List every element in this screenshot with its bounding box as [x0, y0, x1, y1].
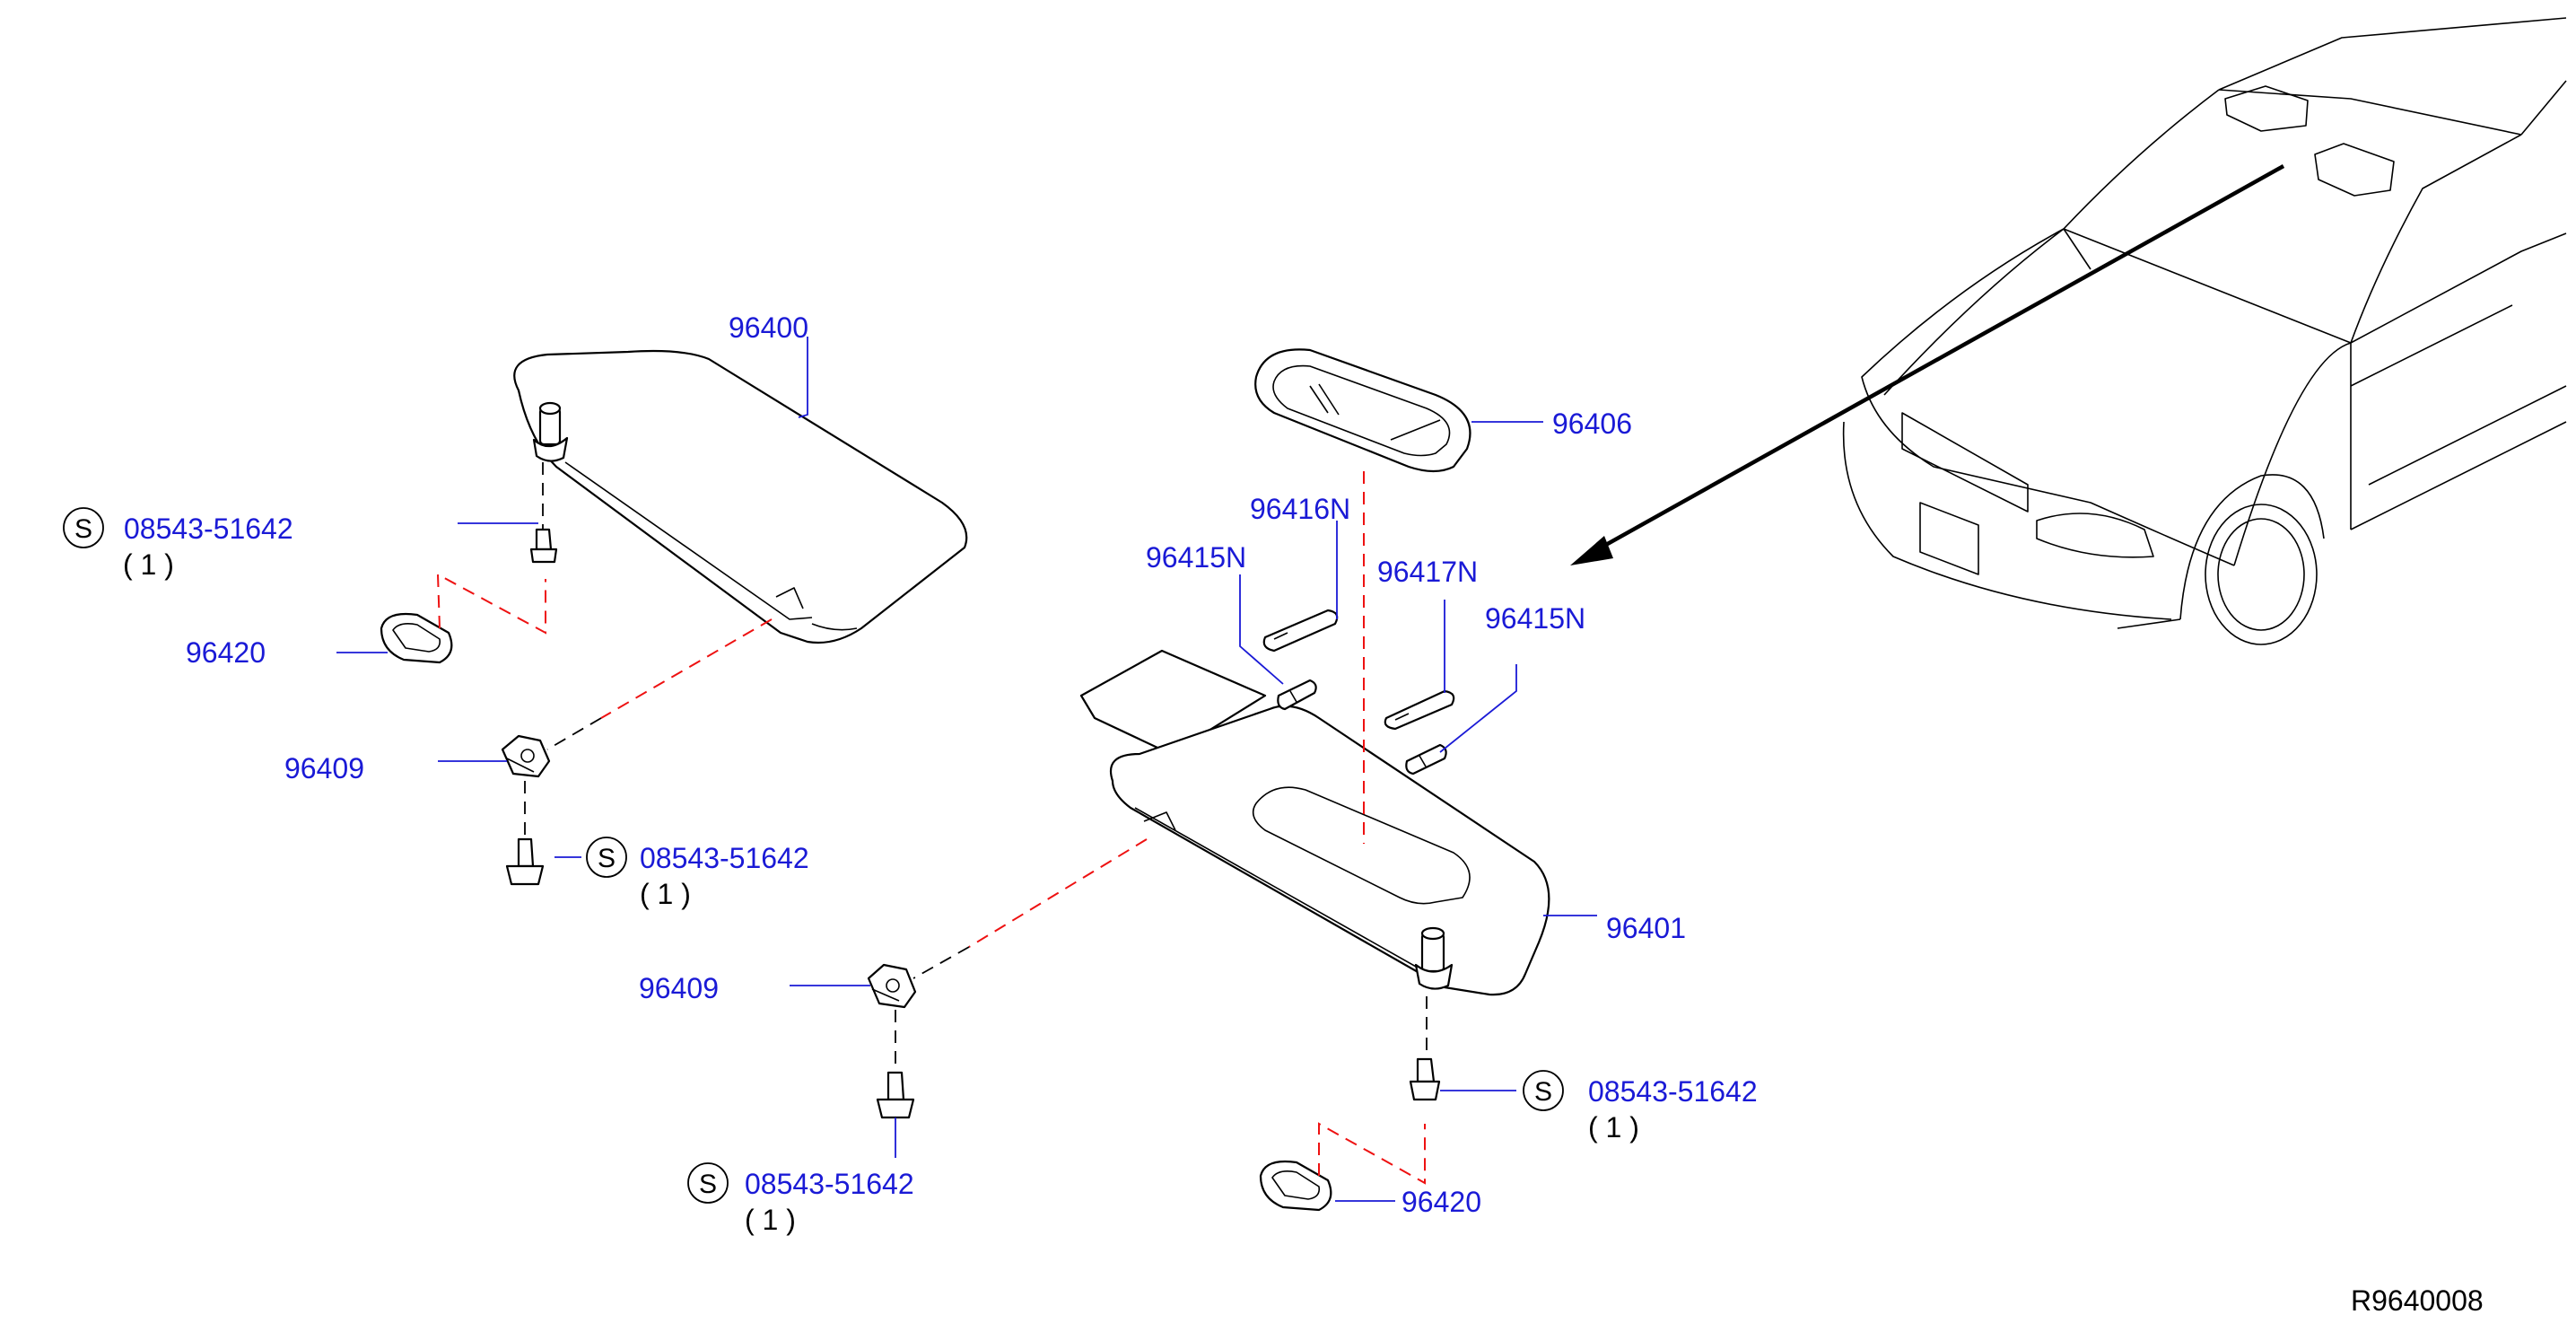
screw-callout-3: S 08543-51642 ( 1 ) [1523, 1070, 1758, 1144]
location-arrow [1570, 164, 2285, 565]
label-96401: 96401 [1606, 912, 1686, 944]
clip-96409-left [501, 734, 551, 778]
s-symbol: S [699, 1170, 717, 1199]
screw-quantity: ( 1 ) [745, 1204, 796, 1236]
dash-right-clip [913, 946, 970, 979]
cap-96420-right [1259, 1160, 1332, 1212]
cap-96420-left [380, 612, 453, 664]
screw-callout-4: S 08543-51642 ( 1 ) [687, 1162, 914, 1236]
sun-visor-left [513, 349, 968, 644]
sun-visor-right [1079, 649, 1550, 996]
label-96415N-a: 96415N [1146, 541, 1246, 574]
screw-right-visor [1409, 996, 1441, 1101]
label-96415N-b: 96415N [1485, 602, 1585, 635]
visor-rod-left [532, 401, 569, 462]
s-symbol: S [598, 844, 616, 873]
screw-part-number: 08543-51642 [745, 1168, 914, 1200]
label-96406: 96406 [1552, 407, 1632, 440]
label-96420-a: 96420 [186, 636, 266, 669]
screw-callout-2: S 08543-51642 ( 1 ) [586, 837, 809, 910]
red-dash-left-cap [436, 573, 546, 635]
screw-part-number: 08543-51642 [640, 842, 809, 874]
screw-part-number: 08543-51642 [124, 513, 293, 545]
lens-96416N [1262, 609, 1339, 653]
screw-right-clip [876, 1010, 915, 1119]
screw-quantity: ( 1 ) [123, 548, 174, 581]
red-dash-left-clip [600, 618, 773, 719]
screw-quantity: ( 1 ) [640, 878, 691, 910]
bulb-96415N-left [1277, 679, 1317, 711]
mirror-96406 [1254, 348, 1471, 473]
red-dash-right-clip [968, 838, 1148, 948]
visor-rod-right [1414, 926, 1454, 990]
dash-left-clip [546, 717, 602, 750]
screw-quantity: ( 1 ) [1588, 1111, 1639, 1144]
leader-lines [336, 337, 1597, 1202]
screw-left-visor [529, 462, 558, 564]
s-symbol: S [74, 514, 92, 544]
label-96409-b: 96409 [639, 972, 719, 1004]
label-96416N: 96416N [1250, 493, 1350, 525]
red-dash-right-cap [1318, 1122, 1426, 1185]
car-illustration [1842, 17, 2567, 645]
screw-part-number: 08543-51642 [1588, 1075, 1758, 1108]
clip-96409-right [867, 963, 917, 1009]
lens-96417N [1384, 689, 1455, 731]
bulb-96415N-right [1405, 743, 1447, 776]
screw-left-clip [505, 781, 545, 886]
s-symbol: S [1534, 1077, 1552, 1107]
label-96417N: 96417N [1377, 556, 1478, 588]
screw-callout-1: S 08543-51642 ( 1 ) [63, 507, 293, 581]
label-96420-b: 96420 [1402, 1186, 1481, 1218]
label-96400: 96400 [729, 311, 808, 344]
label-96409-a: 96409 [284, 752, 364, 784]
diagram-reference-code: R9640008 [2351, 1284, 2484, 1317]
